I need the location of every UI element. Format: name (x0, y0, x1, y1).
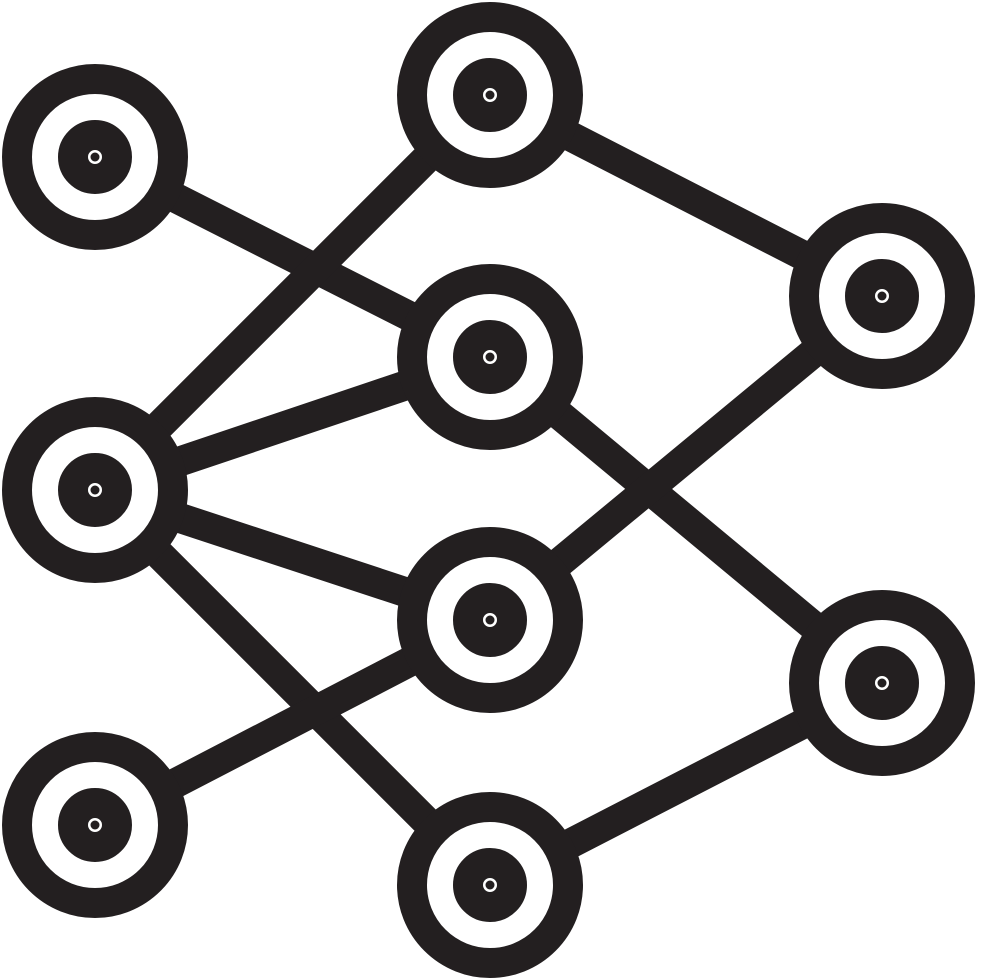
connections (80, 80, 897, 900)
connection-line (80, 80, 505, 505)
node-circle-icon (397, 527, 583, 713)
node-circle-icon (2, 397, 188, 583)
node-circle-icon (2, 64, 188, 250)
node-circle-icon (789, 590, 975, 776)
node-circle-icon (789, 203, 975, 389)
node-circle-icon (397, 264, 583, 450)
node-circle-icon (397, 792, 583, 978)
node-circle-icon (2, 732, 188, 918)
connection-line (80, 475, 505, 900)
node-circle-icon (397, 2, 583, 188)
